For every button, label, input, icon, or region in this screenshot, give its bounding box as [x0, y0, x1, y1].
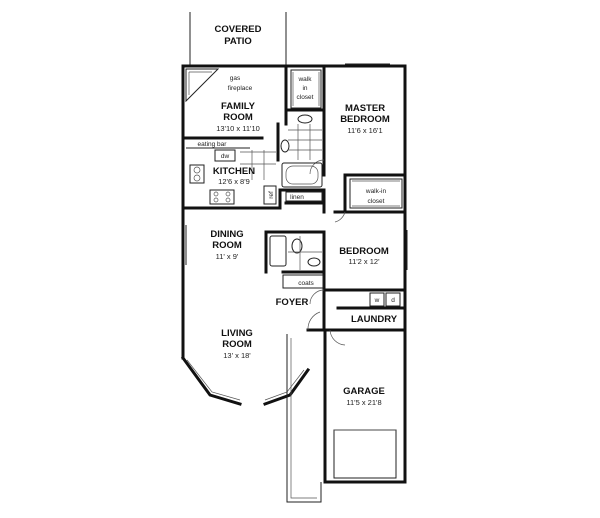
master-label-2: BEDROOM — [340, 114, 390, 125]
dining-room: DINING ROOM 11' x 9' — [185, 225, 244, 265]
dining-label-2: ROOM — [212, 240, 242, 251]
living-label-2: ROOM — [222, 339, 252, 350]
washer-label: w — [374, 297, 380, 304]
dining-label-1: DINING — [210, 229, 243, 240]
walkin1-label-a: walk — [297, 76, 312, 83]
living-room: LIVING ROOM 13' x 18' — [221, 328, 253, 360]
walkin1-label-c: closet — [297, 94, 314, 101]
linen-closet: linen — [285, 191, 323, 202]
dining-dim: 11' x 9' — [216, 252, 239, 261]
doors — [307, 159, 346, 346]
fireplace: gas fireplace — [185, 68, 253, 103]
eating-bar-label: eating bar — [198, 141, 228, 148]
walkway — [286, 334, 322, 503]
kitchen-dim: 12'6 x 8'9 — [218, 177, 250, 186]
coats-closet: coats — [282, 274, 324, 289]
covered-patio: COVERED PATIO — [189, 12, 287, 66]
garage-dim: 11'5 x 21'8 — [346, 398, 381, 407]
garage-label: GARAGE — [343, 386, 385, 397]
family-dim: 13'10 x 11'10 — [216, 124, 260, 133]
walkin1-label-b: in — [302, 85, 307, 92]
fireplace-label-2: fireplace — [228, 85, 253, 92]
exterior-walls — [180, 64, 407, 484]
interior-walls — [181, 64, 407, 332]
master-bath — [280, 114, 323, 188]
family-label-2: ROOM — [223, 112, 253, 123]
linen-label: linen — [290, 194, 304, 201]
patio-label-1: COVERED — [215, 24, 262, 35]
family-room: FAMILY ROOM 13'10 x 11'10 — [216, 101, 260, 133]
master-label-1: MASTER — [345, 103, 385, 114]
walkin2-label-b: closet — [368, 198, 385, 205]
ref-label: ref — [268, 191, 275, 199]
bedroom: BEDROOM 11'2 x 12' — [339, 230, 408, 270]
walkin-closet-bedroom: walk-in closet — [349, 178, 403, 209]
garage: GARAGE 11'5 x 21'8 — [333, 386, 397, 479]
bedroom-label: BEDROOM — [339, 246, 389, 257]
foyer-label: FOYER — [276, 297, 309, 308]
laundry: w d LAUNDRY — [351, 292, 401, 325]
walkin-closet-master: walk in closet — [290, 69, 322, 109]
coats-label: coats — [298, 280, 314, 287]
living-label-1: LIVING — [221, 328, 253, 339]
bedroom-dim: 11'2 x 12' — [348, 257, 380, 266]
kitchen: eating bar dw ref KITCHEN 12'6 x 8'9 — [186, 141, 277, 205]
living-dim: 13' x 18' — [223, 351, 251, 360]
laundry-label: LAUNDRY — [351, 314, 398, 325]
patio-label-2: PATIO — [224, 36, 252, 47]
fireplace-label-1: gas — [230, 75, 241, 82]
master-bedroom: MASTER BEDROOM 11'6 x 16'1 — [340, 63, 390, 135]
dryer-label: d — [391, 297, 395, 304]
kitchen-label: KITCHEN — [213, 166, 255, 177]
bay-window — [186, 359, 305, 401]
dw-label: dw — [221, 153, 230, 160]
master-dim: 11'6 x 16'1 — [347, 126, 382, 135]
hall-bath — [269, 235, 322, 270]
walkin2-label-a: walk-in — [365, 188, 387, 195]
foyer: FOYER — [276, 297, 309, 308]
family-label-1: FAMILY — [221, 101, 256, 112]
